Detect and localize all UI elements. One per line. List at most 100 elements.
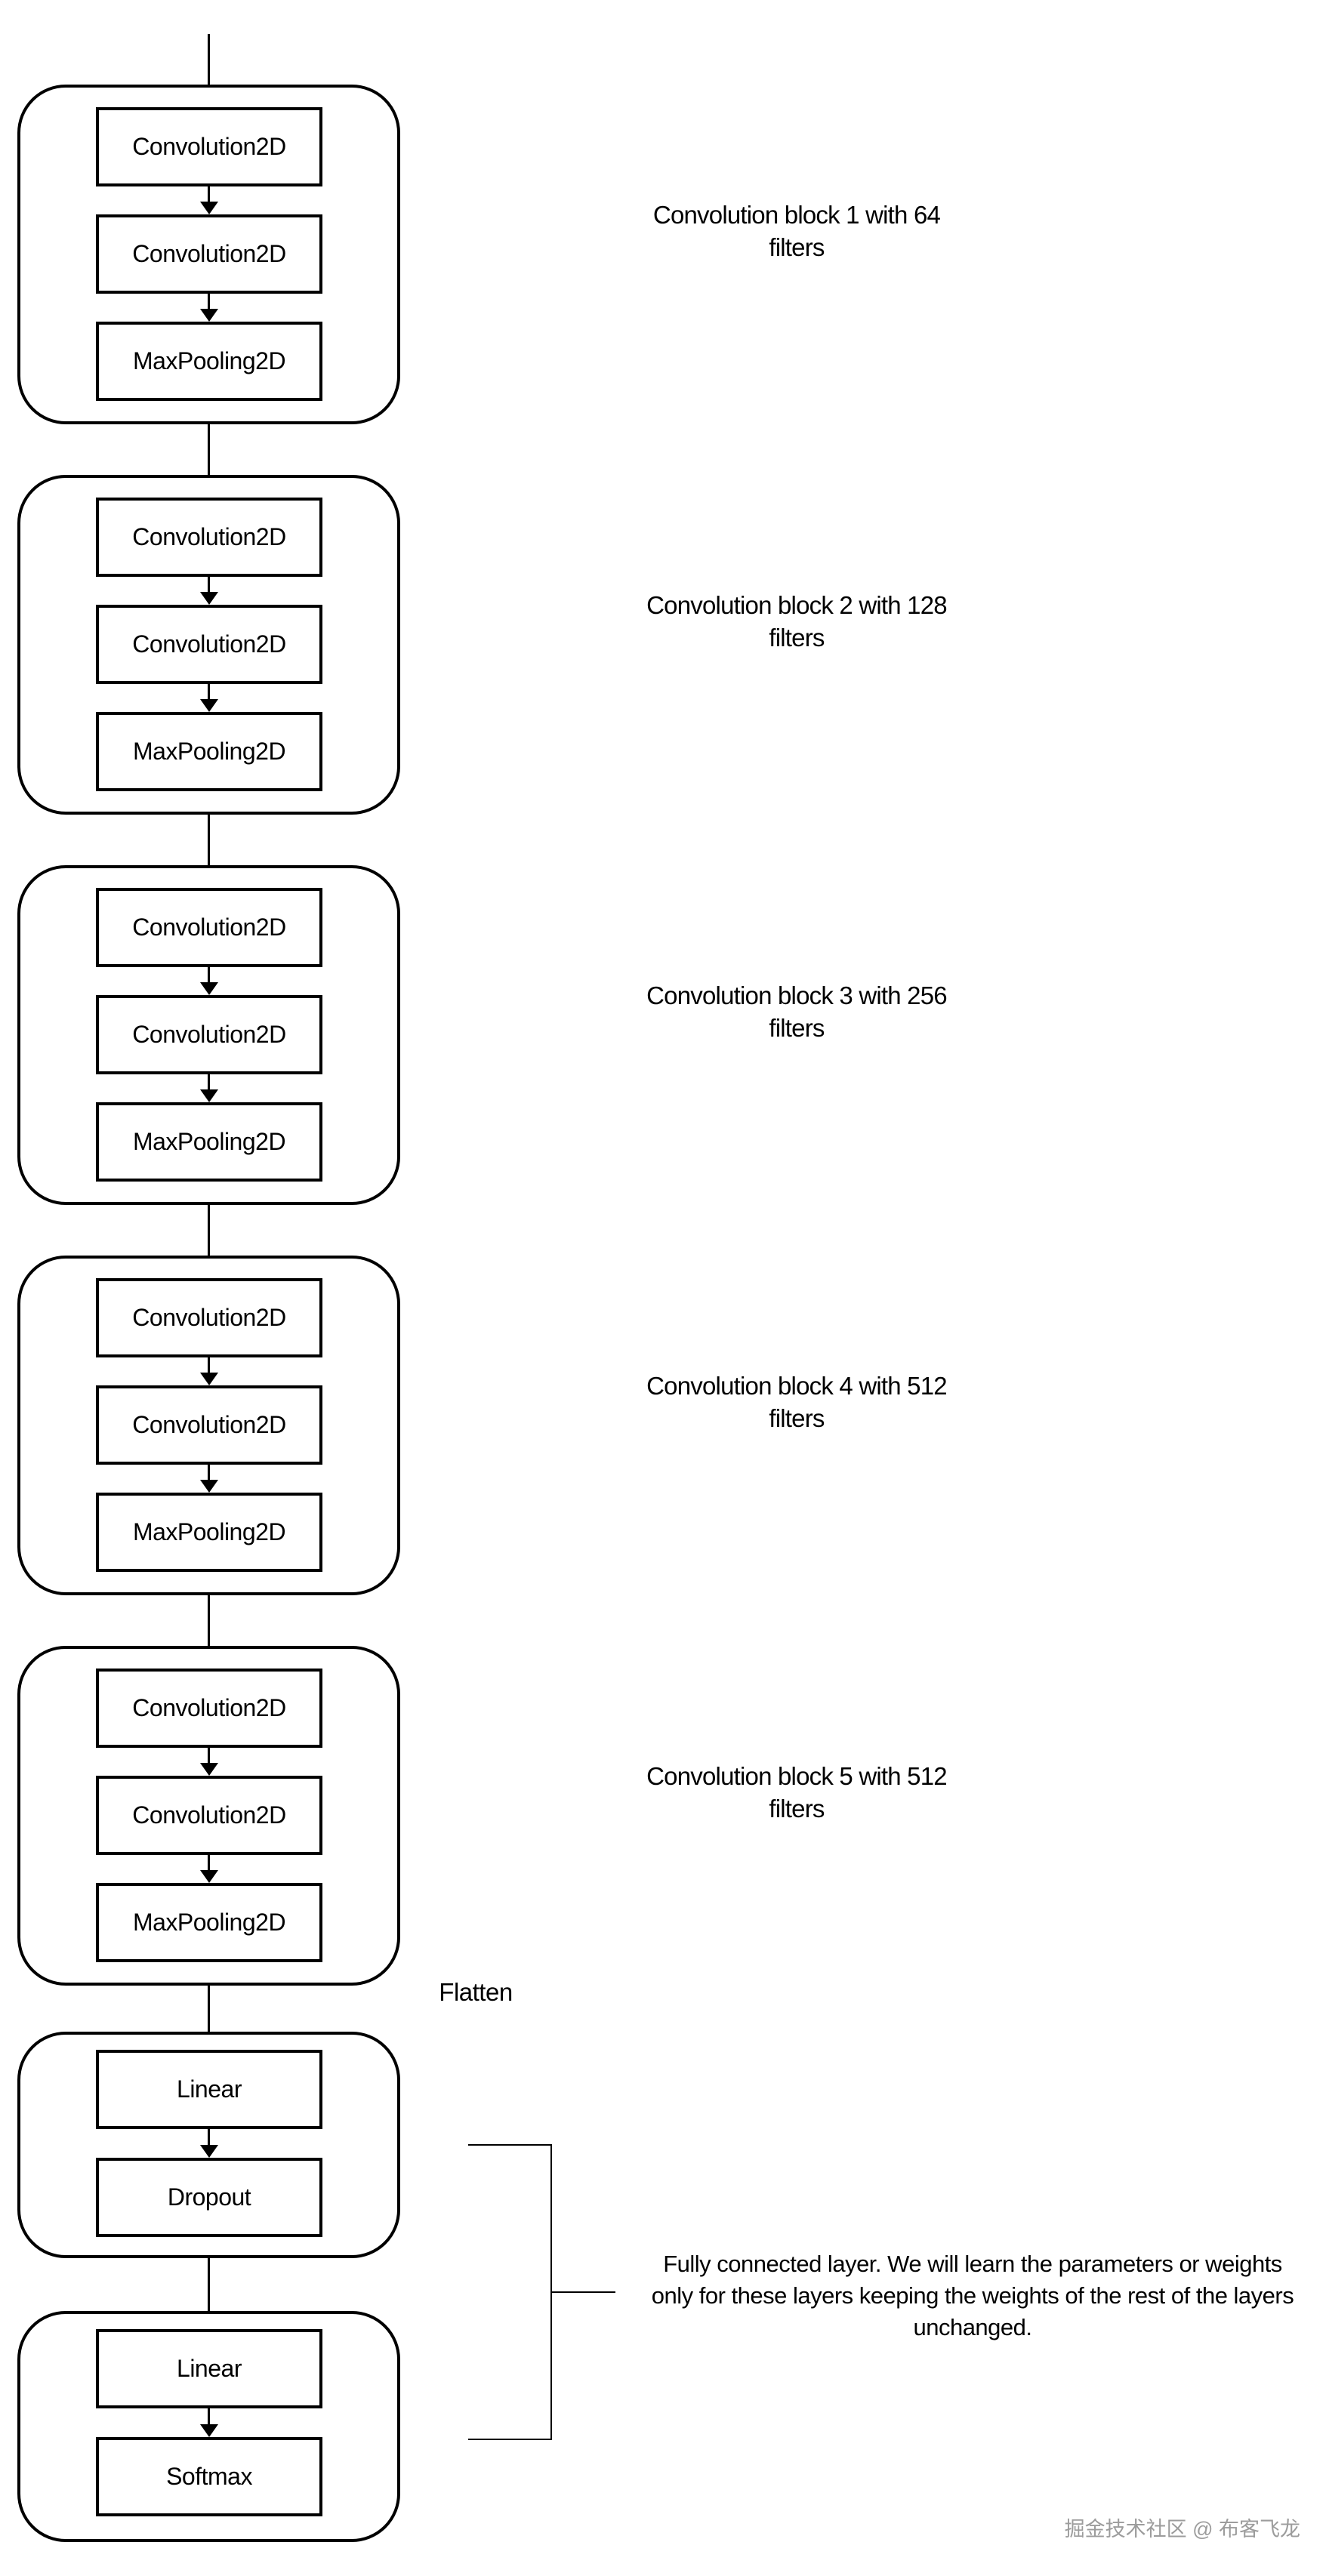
layer-label: MaxPooling2D [132,1909,286,1936]
layer-label: Convolution2D [132,133,286,160]
flow-arrow-head [200,1480,218,1493]
label-line: filters [769,1014,825,1042]
layer-box: MaxPooling2D [96,1883,322,1962]
layer-box: Linear [96,2329,322,2408]
layer-box: Convolution2D [96,214,322,294]
layer-label: Convolution2D [132,1304,286,1331]
conv-block-3-label: Convolution block 3 with 256 filters [608,979,985,1044]
fc-bracket-vertical-line [550,2144,552,2440]
flow-arrow-line [208,294,210,309]
layer-label: Convolution2D [132,914,286,941]
flow-arrow-line [208,1986,210,2037]
flow-arrow-line [208,424,210,485]
flow-arrow-line [208,34,210,94]
flow-arrow-head [200,1763,218,1776]
layer-label: Convolution2D [132,1801,286,1829]
layer-label: Convolution2D [132,523,286,550]
layer-label: Linear [177,2355,242,2382]
layer-label: MaxPooling2D [132,738,286,765]
flow-arrow-head [200,699,218,712]
layer-box: Convolution2D [96,1278,322,1357]
flow-arrow-line [208,1074,210,1089]
flow-arrow-head [200,1870,218,1883]
fc-note-line: only for these layers keeping the weight… [651,2282,1294,2309]
flow-arrow-line [208,815,210,875]
conv-block-4-label: Convolution block 4 with 512 filters [608,1370,985,1434]
fc-note-line: unchanged. [913,2314,1032,2340]
layer-box: Dropout [96,2158,322,2237]
conv-block-2-label: Convolution block 2 with 128 filters [608,589,985,654]
fc-bracket-bottom-line [468,2439,552,2440]
fc-note: Fully connected layer. We will learn the… [603,2248,1329,2343]
flow-arrow-line [208,577,210,592]
watermark: 掘金技术社区 @ 布客飞龙 [1064,2518,1300,2541]
layer-label: Dropout [167,2183,251,2211]
flow-arrow-head [200,592,218,605]
flow-arrow-head [200,2145,218,2158]
flow-arrow-line [208,684,210,699]
label-line: filters [769,1795,825,1823]
fc-block-2: Linear Softmax [17,2311,400,2542]
conv-block-1-label: Convolution block 1 with 64 filters [608,199,985,263]
flow-arrow-line [208,2408,210,2424]
layer-label: MaxPooling2D [132,1518,286,1545]
flow-arrow-line [208,1855,210,1870]
flow-arrow-line [208,186,210,202]
flow-arrow-line [208,2129,210,2145]
flow-arrow-line [208,1205,210,1265]
fc-bracket-top-line [468,2144,552,2146]
layer-label: Linear [177,2075,242,2103]
layer-box: Softmax [96,2437,322,2516]
conv-block-3: Convolution2D Convolution2D MaxPooling2D [17,865,400,1205]
layer-box: Convolution2D [96,1669,322,1748]
flow-arrow-head [200,982,218,995]
flow-arrow-line [208,1357,210,1373]
layer-box: Convolution2D [96,498,322,577]
label-line: Convolution block 1 with 64 [652,201,941,229]
layer-label: Convolution2D [132,1411,286,1438]
layer-box: Convolution2D [96,605,322,684]
flow-arrow-head [200,1089,218,1102]
layer-box: MaxPooling2D [96,1493,322,1572]
conv-block-2: Convolution2D Convolution2D MaxPooling2D [17,475,400,815]
layer-box: MaxPooling2D [96,322,322,401]
flow-arrow-line [208,967,210,982]
flow-arrow-head [200,2424,218,2437]
flow-arrow-head [200,1373,218,1385]
label-line: Convolution block 3 with 256 [646,981,948,1009]
fc-bracket-leader-line [552,2291,615,2293]
conv-block-1: Convolution2D Convolution2D MaxPooling2D [17,85,400,424]
layer-box: MaxPooling2D [96,1102,322,1182]
label-line: filters [769,624,825,652]
layer-label: Softmax [166,2463,252,2490]
label-line: Convolution block 5 with 512 [646,1762,948,1790]
layer-box: Convolution2D [96,995,322,1074]
layer-label: Convolution2D [132,630,286,658]
layer-label: MaxPooling2D [132,347,286,374]
label-line: Convolution block 4 with 512 [646,1372,948,1400]
flow-arrow-line [208,1465,210,1480]
layer-box: Convolution2D [96,1385,322,1465]
flow-arrow-line [208,2258,210,2316]
layer-label: MaxPooling2D [132,1128,286,1155]
flatten-label: Flatten [439,1978,513,2006]
conv-block-5: Convolution2D Convolution2D MaxPooling2D [17,1646,400,1986]
label-line: filters [769,1404,825,1432]
flow-arrow-head [200,202,218,214]
layer-label: Convolution2D [132,1021,286,1048]
flow-arrow-line [208,1595,210,1656]
layer-box: MaxPooling2D [96,712,322,791]
layer-box: Convolution2D [96,888,322,967]
layer-label: Convolution2D [132,1694,286,1721]
layer-box: Convolution2D [96,107,322,186]
conv-block-4: Convolution2D Convolution2D MaxPooling2D [17,1256,400,1595]
layer-box: Linear [96,2050,322,2129]
flow-arrow-head [200,309,218,322]
label-line: Convolution block 2 with 128 [646,591,948,619]
label-line: filters [769,233,825,261]
conv-block-5-label: Convolution block 5 with 512 filters [608,1760,985,1825]
layer-label: Convolution2D [132,240,286,267]
layer-box: Convolution2D [96,1776,322,1855]
fc-note-line: Fully connected layer. We will learn the… [663,2251,1282,2277]
